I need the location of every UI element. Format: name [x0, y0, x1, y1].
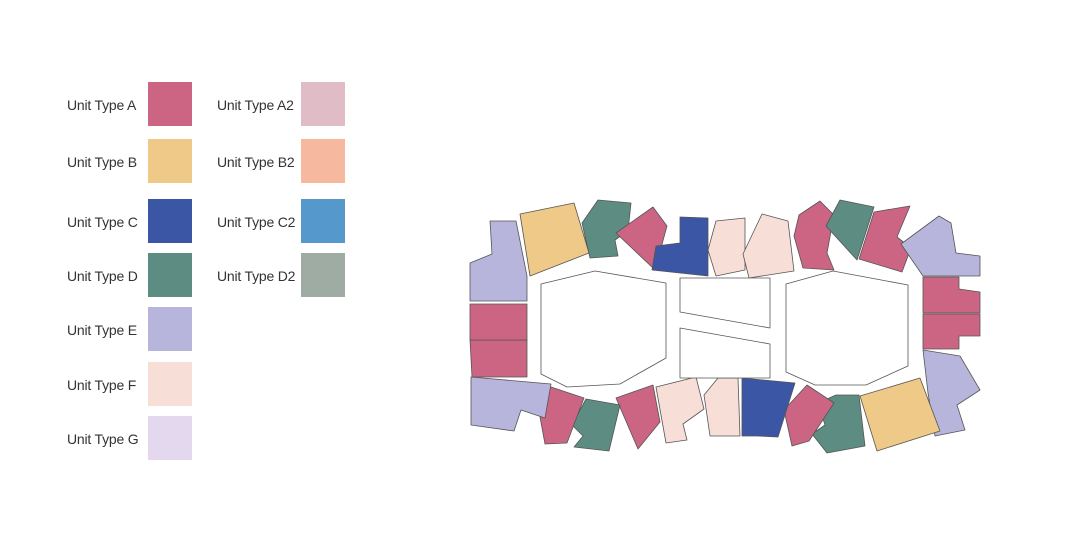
- legend-item-unit-type-c: Unit Type C: [67, 199, 347, 245]
- unit-a-7: [793, 200, 835, 271]
- legend-swatch: [148, 253, 192, 297]
- legend-label: Unit Type A: [67, 97, 137, 113]
- legend-item-unit-type-a: Unit Type A: [67, 82, 347, 128]
- legend-swatch: [301, 253, 345, 297]
- legend-label: Unit Type D2: [217, 268, 296, 284]
- legend-item-unit-type-f: Unit Type F: [67, 362, 347, 408]
- legend-swatch: [148, 362, 192, 406]
- unit-e-13: [922, 349, 981, 437]
- unit-e-23: [470, 376, 552, 432]
- legend-swatch: [148, 416, 192, 460]
- floor-plan-units: [469, 199, 981, 454]
- legend-swatch: [301, 82, 345, 126]
- legend-item-unit-type-d: Unit Type D: [67, 253, 347, 299]
- legend-swatch: [148, 139, 192, 183]
- unit-c-4: [651, 216, 709, 277]
- legend-item-unit-type-a2: Unit Type A2: [217, 82, 497, 128]
- unit-c-17: [741, 377, 796, 438]
- legend-label: Unit Type E: [67, 322, 137, 338]
- unit-a-16: [783, 384, 835, 447]
- legend-item-unit-type-b: Unit Type B: [67, 139, 347, 185]
- unit-a-11: [922, 276, 981, 314]
- corridor-upper: [679, 277, 771, 329]
- unit-f-5: [707, 217, 746, 277]
- legend-label: Unit Type F: [67, 377, 137, 393]
- unit-f-19: [655, 376, 705, 444]
- legend-item-unit-type-b2: Unit Type B2: [217, 139, 497, 185]
- legend-swatch: [148, 82, 192, 126]
- unit-b-14: [859, 377, 941, 452]
- floor-plan-courtyards: [540, 270, 909, 388]
- courtyard-left: [540, 270, 667, 388]
- unit-d-2: [581, 199, 632, 259]
- courtyard-right: [785, 270, 909, 386]
- legend-label: Unit Type G: [67, 431, 139, 447]
- unit-a-12: [922, 313, 981, 350]
- corridor-lower: [679, 327, 771, 379]
- legend-label: Unit Type A2: [217, 97, 294, 113]
- unit-a-24: [469, 339, 528, 378]
- legend-label: Unit Type D: [67, 268, 138, 284]
- unit-a-25: [469, 303, 528, 341]
- legend-label: Unit Type C: [67, 214, 138, 230]
- unit-f-18: [703, 377, 741, 437]
- legend-swatch: [301, 199, 345, 243]
- legend-label: Unit Type B2: [217, 154, 295, 170]
- legend-swatch: [301, 139, 345, 183]
- unit-b-1: [519, 202, 590, 277]
- unit-d-8: [825, 199, 875, 261]
- unit-e-10: [900, 215, 981, 277]
- legend-label: Unit Type C2: [217, 214, 296, 230]
- legend-swatch: [148, 199, 192, 243]
- unit-a-20: [615, 384, 661, 450]
- legend-item-unit-type-d2: Unit Type D2: [217, 253, 497, 299]
- legend-swatch: [148, 307, 192, 351]
- unit-f-6: [742, 213, 795, 279]
- legend-item-unit-type-c2: Unit Type C2: [217, 199, 497, 245]
- legend-item-unit-type-g: Unit Type G: [67, 416, 347, 462]
- unit-e-0: [469, 220, 528, 302]
- legend-item-unit-type-e: Unit Type E: [67, 307, 347, 353]
- legend-label: Unit Type B: [67, 154, 137, 170]
